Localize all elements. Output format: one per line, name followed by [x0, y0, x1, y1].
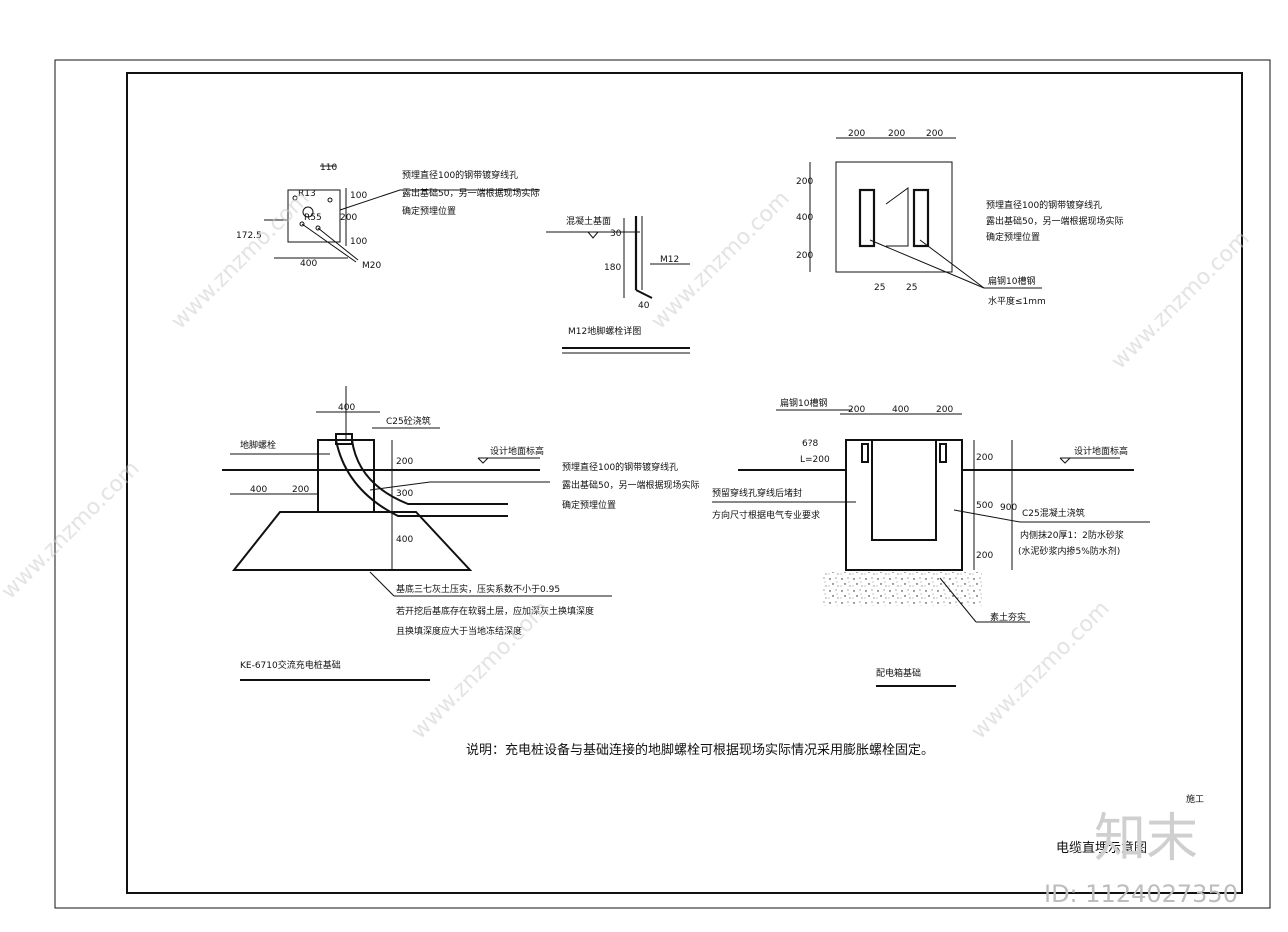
charger-dim-left-400: 400	[250, 485, 267, 495]
charger-callout-1: 预埋直径100的钢带镀穿线孔	[562, 461, 678, 473]
box-plan-view: 200 200 200 200 400 200 25 25 扁钢10槽钢 水平度…	[796, 129, 1123, 307]
box-section-dim-right-1: 200	[976, 453, 993, 463]
plan-dim-left: 172.5	[236, 231, 262, 241]
bolt-label: M12	[660, 255, 679, 265]
charger-dim-left-200: 200	[292, 485, 309, 495]
box-plan-dim-left-2: 400	[796, 213, 813, 223]
box-plan-callout-1: 预埋直径100的钢带镀穿线孔	[986, 199, 1102, 211]
box-plan-level: 水平度≤1mm	[988, 295, 1046, 307]
bolt-dim-30: 30	[610, 229, 622, 239]
box-section-rebar-len: L=200	[800, 455, 830, 465]
box-section-steel: 扁钢10槽钢	[780, 397, 827, 409]
box-section-dim-top-3: 200	[936, 405, 953, 415]
box-plan-dim-left-1: 200	[796, 177, 813, 187]
bolt-dim-40: 40	[638, 301, 650, 311]
plan-r55: R55	[304, 213, 322, 223]
box-plan-dim-left-3: 200	[796, 251, 813, 261]
charger-note-1: 基底三七灰土压实，压实系数不小于0.95	[396, 583, 560, 595]
plan-dim-200: 200	[340, 213, 357, 223]
plan-callout-1: 预埋直径100的钢带镀穿线孔	[402, 169, 518, 181]
box-plan-callout-2: 露出基础50，另一端根据现场实际	[986, 215, 1123, 227]
charger-concrete: C25砼浇筑	[386, 415, 431, 427]
charger-callout-2: 露出基础50，另一端根据现场实际	[562, 479, 699, 491]
bolt-dim-180: 180	[604, 263, 621, 273]
watermark-site-1: www.znzmo.com	[167, 186, 315, 334]
charger-anchor-label: 地脚螺栓	[240, 439, 276, 451]
box-section-dim-right-2: 500	[976, 501, 993, 511]
plan-callout-3: 确定预埋位置	[402, 205, 456, 217]
plan-bolt: M20	[362, 261, 381, 271]
box-plan-dim-bottom-1: 25	[874, 283, 885, 293]
drawing-note: 说明：充电桩设备与基础连接的地脚螺栓可根据现场实际情况采用膨胀螺栓固定。	[466, 742, 934, 758]
plan-dim-top: 110	[320, 163, 337, 173]
box-section-finish-note: (水泥砂浆内掺5%防水剂)	[1018, 545, 1120, 557]
charger-ground-label: 设计地面标高	[490, 445, 544, 457]
plan-callout-2: 露出基础50，另一端根据现场实际	[402, 187, 539, 199]
charger-dim-top: 400	[338, 403, 355, 413]
box-plan-steel: 扁钢10槽钢	[988, 275, 1035, 287]
bolt-surface-label: 混凝土基面	[566, 215, 611, 227]
charger-section-title: KE-6710交流充电桩基础	[240, 659, 341, 671]
box-section-pipe-note-1: 预留穿线孔穿线后堵封	[712, 487, 802, 499]
outer-frame	[54, 59, 1271, 909]
charger-dim-200: 200	[396, 457, 413, 467]
box-section-dim-top-1: 200	[848, 405, 865, 415]
box-section-soil: 素土夯实	[990, 611, 1026, 623]
box-section-title: 配电箱基础	[876, 667, 921, 679]
box-plan-dim-top-2: 200	[888, 129, 905, 139]
plan-r13: R13	[298, 189, 316, 199]
box-plan-callout-3: 确定预埋位置	[986, 231, 1040, 243]
box-plan-dim-top-3: 200	[926, 129, 943, 139]
box-section-pipe-note-2: 方向尺寸根据电气专业要求	[712, 509, 820, 521]
plan-dim-100a: 100	[350, 191, 367, 201]
box-plan-dim-top-1: 200	[848, 129, 865, 139]
charger-plan-view: 110 R13 R55 100 200 100 172.5 400 M20 预埋…	[236, 163, 540, 271]
box-section-dim-right-3: 200	[976, 551, 993, 561]
plan-dim-bottom: 400	[300, 259, 317, 269]
inner-frame	[126, 72, 1243, 894]
bolt-detail: 混凝土基面 30 180 40 M12 M12地脚螺栓详图	[546, 215, 690, 354]
box-section-dim-top-2: 400	[892, 405, 909, 415]
charger-callout-3: 确定预埋位置	[562, 499, 616, 511]
box-section-ground-label: 设计地面标高	[1074, 445, 1128, 457]
watermark-brand: 知末	[1094, 809, 1198, 869]
title-block-title: 电缆直埋示意图	[1056, 840, 1147, 856]
watermark-site-3: www.znzmo.com	[1107, 226, 1255, 374]
charger-note-3: 且换填深度应大于当地冻结深度	[396, 625, 522, 637]
box-section: 扁钢10槽钢 200 400 200 6?8 L=200 设计地面标高 200 …	[712, 397, 1150, 687]
watermark-id: ID: 1124027350	[1044, 880, 1238, 908]
box-plan-dim-bottom-2: 25	[906, 283, 917, 293]
watermark-site-6: www.znzmo.com	[0, 456, 145, 604]
charger-note-2: 若开挖后基底存在软弱土层，应加深灰土换填深度	[396, 605, 594, 617]
box-section-dim-total: 900	[1000, 503, 1017, 513]
bolt-detail-title: M12地脚螺栓详图	[568, 325, 641, 337]
watermark-site-4: www.znzmo.com	[407, 596, 555, 744]
title-block-stage: 施工	[1186, 793, 1204, 805]
box-section-rebar: 6?8	[802, 439, 819, 449]
watermark-site-5: www.znzmo.com	[967, 596, 1115, 744]
charger-dim-400: 400	[396, 535, 413, 545]
box-section-inner-finish: 内侧抹20厚1：2防水砂浆	[1020, 529, 1124, 541]
charger-section: 400 C25砼浇筑 地脚螺栓 设计地面标高 200 300 400 400 2…	[222, 386, 699, 681]
plan-dim-100b: 100	[350, 237, 367, 247]
box-section-concrete: C25混凝土浇筑	[1022, 507, 1085, 519]
charger-dim-300: 300	[396, 489, 413, 499]
